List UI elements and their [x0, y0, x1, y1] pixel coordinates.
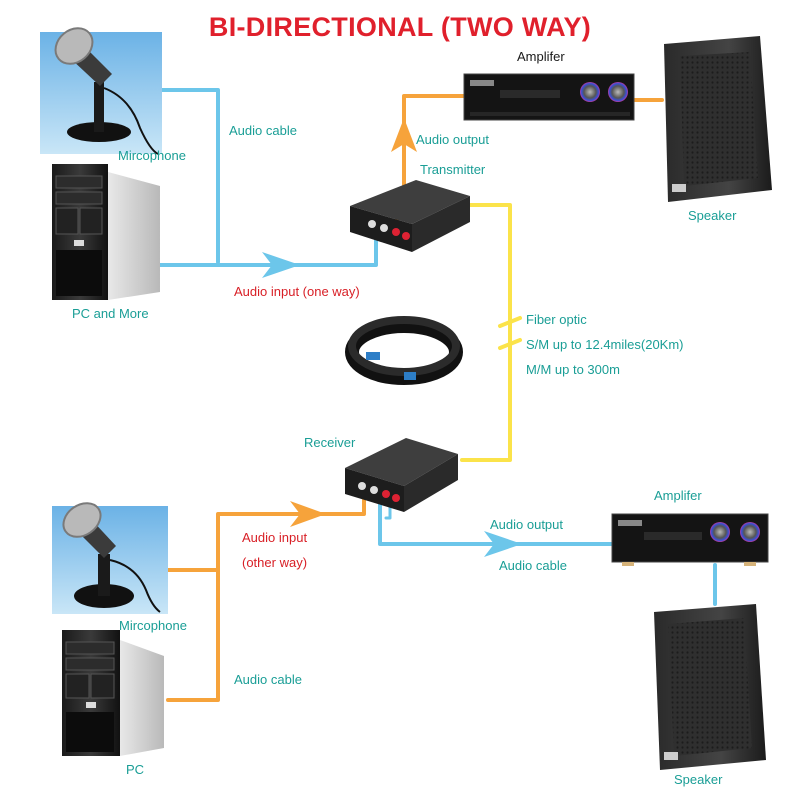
- label-audio-input-one-way: Audio input (one way): [234, 284, 360, 299]
- arrow-audio-output-bottom: [484, 531, 522, 557]
- fiber-optic-cable: [458, 203, 512, 462]
- label-receiver: Receiver: [304, 435, 356, 450]
- label-amplifier-top: Amplifer: [517, 49, 565, 64]
- page-title: BI-DIRECTIONAL (TWO WAY): [208, 12, 592, 42]
- cable-audio-output-bottom: [378, 498, 614, 546]
- speaker-image-top: [664, 36, 772, 202]
- arrow-audio-input-top: [262, 252, 300, 278]
- arrow-audio-output-top: [391, 118, 417, 152]
- label-fiber-optic: Fiber optic: [526, 312, 587, 327]
- label-audio-cable-top: Audio cable: [229, 123, 297, 138]
- label-audio-cable-bottom-left: Audio cable: [234, 672, 302, 687]
- fiber-spool-image: [345, 316, 463, 385]
- label-pc-bottom: PC: [126, 762, 145, 777]
- cable-pc-top: [158, 238, 378, 267]
- microphone-image-bottom: [52, 502, 168, 614]
- label-transmitter: Transmitter: [420, 162, 486, 177]
- receiver-device: [345, 438, 458, 512]
- cable-mic-bottom: [166, 498, 366, 572]
- label-audio-output-bottom: Audio output: [490, 517, 564, 532]
- speaker-image-bottom: [654, 604, 766, 770]
- arrow-audio-input-bottom: [290, 501, 326, 527]
- label-amplifier-bottom: Amplifer: [654, 488, 702, 503]
- label-pc-top: PC and More: [72, 306, 149, 321]
- cable-pc-bottom: [166, 568, 220, 702]
- cables: [158, 88, 717, 702]
- cable-mic-top: [158, 88, 220, 264]
- fiber-break-mark-2: [498, 338, 522, 350]
- label-microphone-bottom: Mircophone: [119, 618, 187, 633]
- label-audio-cable-bottom-right: Audio cable: [499, 558, 567, 573]
- fiber-break-mark-1: [498, 316, 522, 328]
- label-audio-input: Audio input: [242, 530, 308, 545]
- label-other-way: (other way): [242, 555, 308, 570]
- transmitter-device: [350, 180, 470, 252]
- label-sm-range: S/M up to 12.4miles(20Km): [526, 337, 684, 352]
- label-speaker-top: Speaker: [688, 208, 737, 223]
- label-audio-output-top: Audio output: [416, 132, 490, 147]
- pc-tower-image-top: [52, 164, 160, 300]
- microphone-image-top: [40, 27, 162, 155]
- label-speaker-bottom: Speaker: [674, 772, 723, 787]
- label-mm-range: M/M up to 300m: [526, 362, 620, 377]
- label-microphone-top: Mircophone: [118, 148, 186, 163]
- pc-tower-image-bottom: [62, 630, 164, 756]
- amplifier-image-bottom: [611, 513, 769, 566]
- amplifier-image-top: [463, 73, 635, 121]
